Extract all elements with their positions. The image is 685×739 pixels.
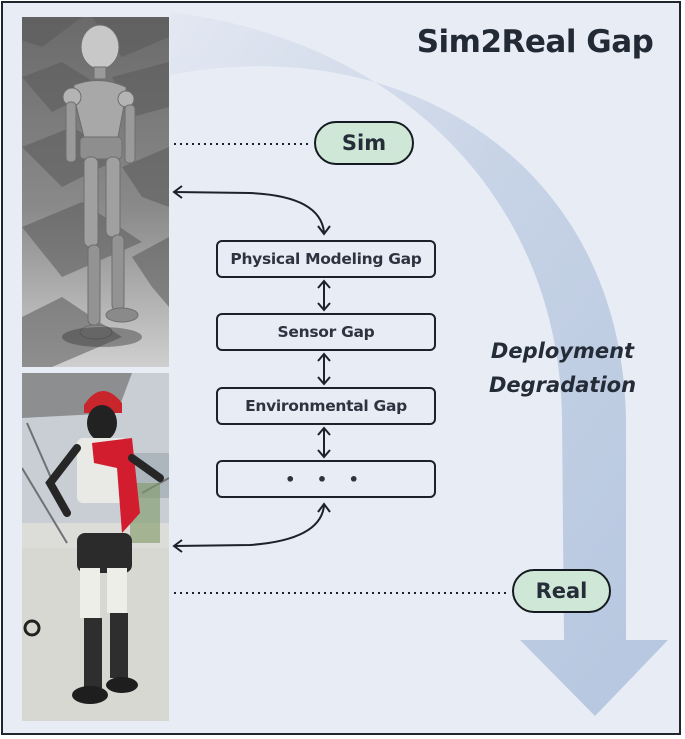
diagram-title: Sim2Real Gap [416, 24, 654, 60]
deployment-label-line2: Degradation [488, 373, 637, 397]
more-gaps-box: • • • [216, 460, 436, 498]
environmental-gap-box: Environmental Gap [216, 387, 436, 425]
deployment-label-line1: Deployment [490, 339, 635, 363]
real-stage-pill: Real [512, 569, 611, 613]
deployment-degradation-label: Deployment Degradation [470, 334, 655, 402]
physical-modeling-gap-box: Physical Modeling Gap [216, 240, 436, 278]
sim-stage-pill: Sim [314, 121, 414, 165]
double-arrows [317, 279, 331, 459]
sensor-gap-box: Sensor Gap [216, 313, 436, 351]
real-robot-image [22, 373, 169, 721]
sim-robot-image [22, 17, 169, 367]
